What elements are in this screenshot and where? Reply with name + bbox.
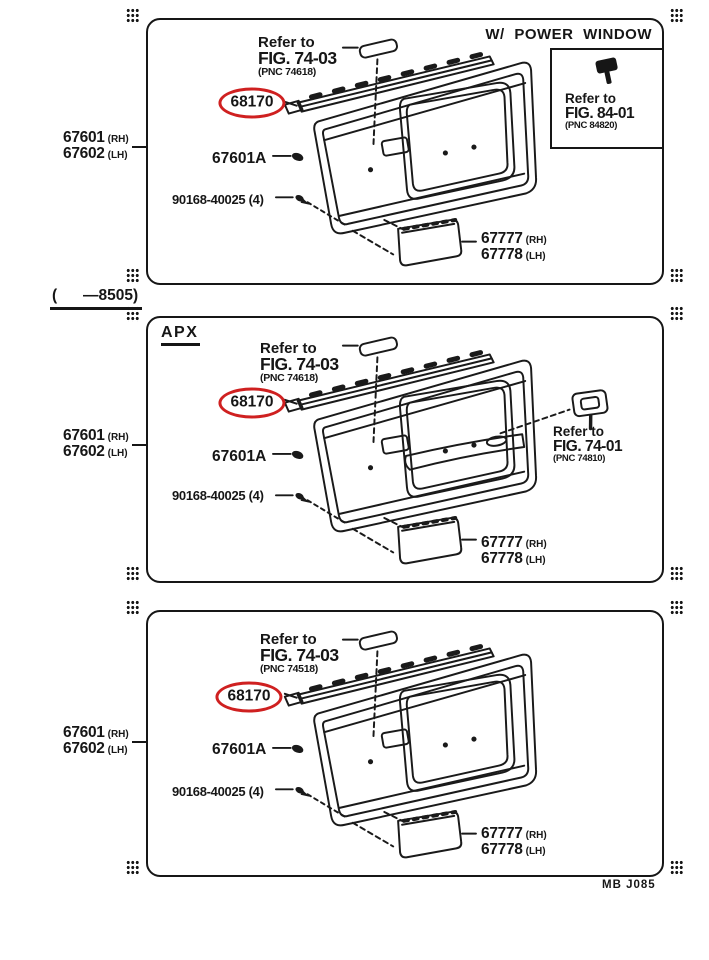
corner-perforation	[126, 306, 139, 322]
door-lh-number: 67602	[63, 145, 105, 162]
fig-number: FIG. 74-03	[260, 354, 339, 374]
divider-production-range: ( —8505)	[50, 287, 143, 310]
clip-part-label: 67601A	[212, 741, 267, 758]
fig-number: FIG. 74-03	[260, 645, 339, 665]
corner-perforation	[126, 860, 139, 876]
pocket-lh-number: 67778	[481, 550, 523, 567]
pocket-part-label: 67777(RH) 67778(LH)	[481, 825, 547, 859]
door-panel-part-label: 67601(RH) 67602(LH)	[63, 724, 129, 758]
screw-part-label: 90168-40025 (4)	[172, 192, 264, 207]
pocket-rh-side: (RH)	[525, 539, 547, 550]
refer-line: Refer to	[260, 340, 317, 357]
window-switch-icon	[595, 57, 618, 85]
door-lh-number: 67602	[63, 443, 105, 460]
panel-variant-label: W/ POWER WINDOW	[485, 26, 652, 43]
door-panel-part-label: 67601(RH) 67602(LH)	[63, 129, 129, 163]
label-leader-line	[132, 741, 146, 743]
clip-part-label: 67601A	[212, 150, 267, 167]
corner-perforation	[670, 860, 683, 876]
door-rh-number: 67601	[63, 724, 105, 741]
refer-fig-84-01-label: Refer to FIG. 84-01 (PNC 84820)	[552, 92, 662, 131]
corner-perforation	[670, 8, 683, 24]
corner-perforation	[670, 566, 683, 582]
page-code: MB J085	[602, 879, 656, 891]
door-lh-number: 67602	[63, 740, 105, 757]
refer-fig-74-03-label: Refer to FIG. 74-03 (PNC 74618)	[258, 35, 337, 78]
label-leader-line	[132, 146, 146, 148]
pnc-number: (PNC 74810)	[553, 453, 606, 464]
diagram-panel-base: Refer to FIG. 74-03 (PNC 74518) 68170 67…	[146, 610, 664, 877]
refer-fig-74-03-label: Refer to FIG. 74-03 (PNC 74618)	[260, 341, 339, 384]
door-rh-number: 67601	[63, 129, 105, 146]
pocket-part-label: 67777(RH) 67778(LH)	[481, 230, 547, 264]
screw-part-label: 90168-40025 (4)	[172, 488, 264, 503]
door-rh-side: (RH)	[107, 134, 129, 145]
fig-number: FIG. 74-03	[258, 48, 337, 68]
clip-part-label: 67601A	[212, 448, 267, 465]
door-lh-side: (LH)	[107, 448, 128, 459]
pocket-rh-side: (RH)	[525, 830, 547, 841]
corner-perforation	[126, 268, 139, 284]
refer-fig-74-01-label: Refer to FIG. 74-01 (PNC 74810)	[553, 424, 623, 464]
pnc-number: (PNC 74618)	[258, 66, 316, 78]
corner-perforation	[126, 600, 139, 616]
pocket-lh-number: 67778	[481, 246, 523, 263]
pocket-rh-number: 67777	[481, 825, 523, 842]
door-rh-number: 67601	[63, 427, 105, 444]
pocket-lh-side: (LH)	[525, 846, 546, 857]
door-panel-part-label: 67601(RH) 67602(LH)	[63, 427, 129, 461]
highlighted-part-68170: 68170	[218, 87, 286, 119]
refer-line: Refer to	[565, 91, 617, 106]
pocket-rh-side: (RH)	[525, 235, 547, 246]
door-lh-side: (LH)	[107, 745, 128, 756]
pocket-lh-side: (LH)	[525, 251, 546, 262]
screw-part-label: 90168-40025 (4)	[172, 784, 264, 799]
pnc-number: (PNC 74618)	[260, 372, 318, 384]
power-window-inset: Refer to FIG. 84-01 (PNC 84820)	[550, 48, 664, 149]
pnc-number: (PNC 84820)	[565, 120, 618, 131]
pocket-rh-number: 67777	[481, 230, 523, 247]
corner-perforation	[670, 600, 683, 616]
corner-perforation	[126, 566, 139, 582]
corner-perforation	[126, 8, 139, 24]
diagram-panel-apx: APX Refer to FIG. 74-03 (PNC 74618) 6817…	[146, 316, 664, 583]
pnc-number: (PNC 74518)	[260, 663, 318, 675]
door-rh-side: (RH)	[107, 432, 129, 443]
panel-variant-label: APX	[161, 324, 201, 346]
refer-line: Refer to	[553, 424, 605, 439]
label-leader-line	[132, 444, 146, 446]
pocket-lh-side: (LH)	[525, 555, 546, 566]
door-trim-illustration	[148, 318, 609, 581]
diagram-panel-power-window: W/ POWER WINDOW Refer to FIG. 74-03 (PNC…	[146, 18, 664, 285]
fig-number: FIG. 74-01	[553, 438, 623, 455]
corner-perforation	[670, 306, 683, 322]
pocket-part-label: 67777(RH) 67778(LH)	[481, 534, 547, 568]
highlighted-part-68170: 68170	[215, 681, 283, 713]
refer-line: Refer to	[260, 631, 317, 648]
corner-perforation	[670, 268, 683, 284]
highlighted-part-68170: 68170	[218, 387, 286, 419]
door-lh-side: (LH)	[107, 150, 128, 161]
refer-fig-74-03-label: Refer to FIG. 74-03 (PNC 74518)	[260, 632, 339, 675]
refer-line: Refer to	[258, 34, 315, 51]
pocket-rh-number: 67777	[481, 534, 523, 551]
door-rh-side: (RH)	[107, 729, 129, 740]
fig-number: FIG. 84-01	[565, 105, 635, 122]
pocket-lh-number: 67778	[481, 841, 523, 858]
